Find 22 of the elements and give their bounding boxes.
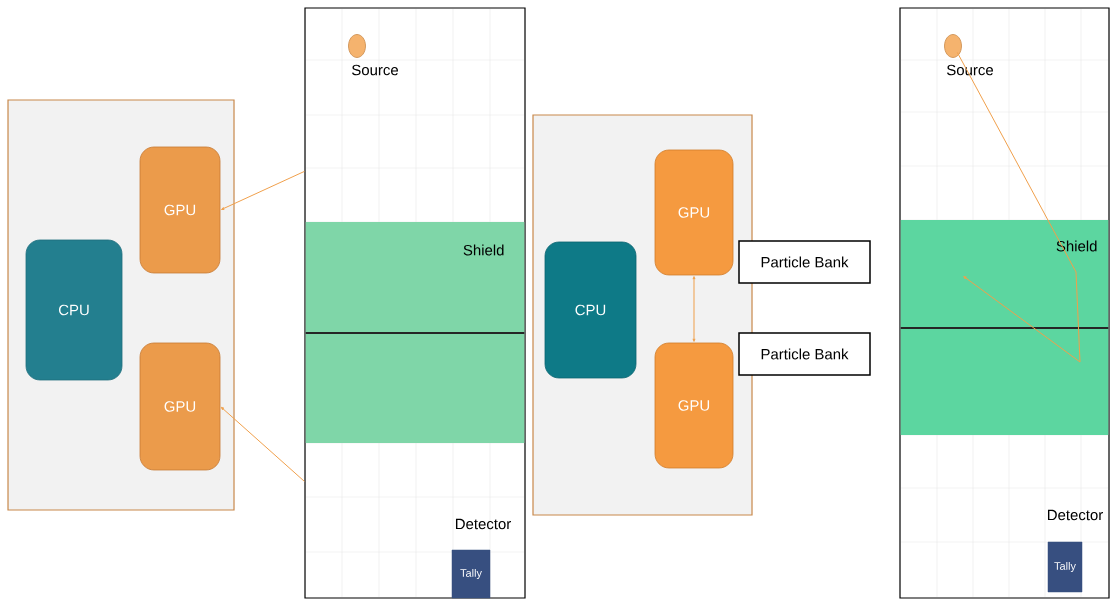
- gpu-box: GPU: [654, 149, 734, 276]
- arrow: [220, 406, 305, 482]
- gpu-box: GPU: [139, 342, 221, 471]
- gpu-box: GPU: [139, 146, 221, 274]
- source-circle: [944, 34, 962, 58]
- source-label: Source: [352, 64, 398, 76]
- tally-box: Tally: [451, 549, 491, 599]
- arrow: [221, 170, 305, 210]
- cpu-box: CPU: [544, 241, 637, 379]
- tally-box: Tally: [1047, 541, 1083, 593]
- gpu-box: GPU: [654, 342, 734, 469]
- detector-label: Detector: [456, 518, 511, 530]
- particle-bank-box: Particle Bank: [738, 332, 871, 376]
- particle-bank-box: Particle Bank: [738, 240, 871, 284]
- arrow: [956, 51, 1081, 363]
- source-label: Source: [947, 64, 993, 76]
- cpu-box: CPU: [25, 239, 123, 381]
- detector-label: Detector: [1048, 509, 1103, 521]
- source-circle: [348, 34, 366, 58]
- arrow: [692, 276, 696, 342]
- shield-band: Shield: [900, 220, 1109, 435]
- shield-band: Shield: [305, 222, 525, 443]
